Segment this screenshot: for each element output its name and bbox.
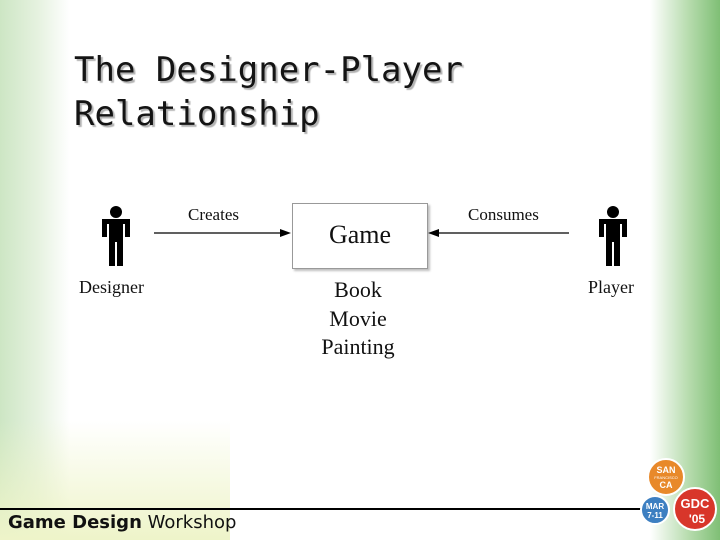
designer-person-icon (102, 206, 130, 266)
footer-label: Game Design Workshop (8, 512, 236, 533)
game-box-label: Game (328, 220, 392, 249)
slide-title: The Designer-Player Relationship (74, 48, 463, 136)
footer-label-bold: Game Design (8, 512, 142, 533)
creates-label: Creates (188, 205, 239, 224)
badge-san: SAN (656, 465, 675, 475)
player-person-icon (599, 206, 627, 266)
badge-gdc: GDC (681, 496, 711, 511)
player-label: Player (588, 277, 634, 297)
title-line-1: The Designer-Player (74, 50, 463, 90)
game-box: Game (292, 203, 428, 269)
media-item: Painting (321, 334, 395, 359)
badge-mar: MAR (646, 502, 664, 511)
media-item: Book (334, 277, 382, 302)
footer-label-regular: Workshop (141, 512, 237, 533)
badge-dates: 7-11 (647, 511, 663, 520)
other-media-list: Book Movie Painting (298, 276, 418, 362)
bottom-left-gradient (0, 420, 230, 540)
badge-year: '05 (689, 512, 706, 526)
media-item: Movie (329, 305, 387, 331)
designer-label: Designer (79, 277, 144, 297)
right-edge-gradient (650, 0, 720, 540)
badge-ca: CA (660, 480, 673, 490)
title-line-2: Relationship (74, 94, 320, 134)
badge-francisco: FRANCISCO (654, 475, 678, 480)
consumes-label: Consumes (468, 205, 539, 224)
footer-rule (0, 508, 650, 510)
creates-arrow (154, 229, 291, 237)
consumes-arrow (428, 229, 569, 237)
gdc-logo: SAN FRANCISCO CA MAR 7-11 GDC '05 (640, 458, 717, 531)
